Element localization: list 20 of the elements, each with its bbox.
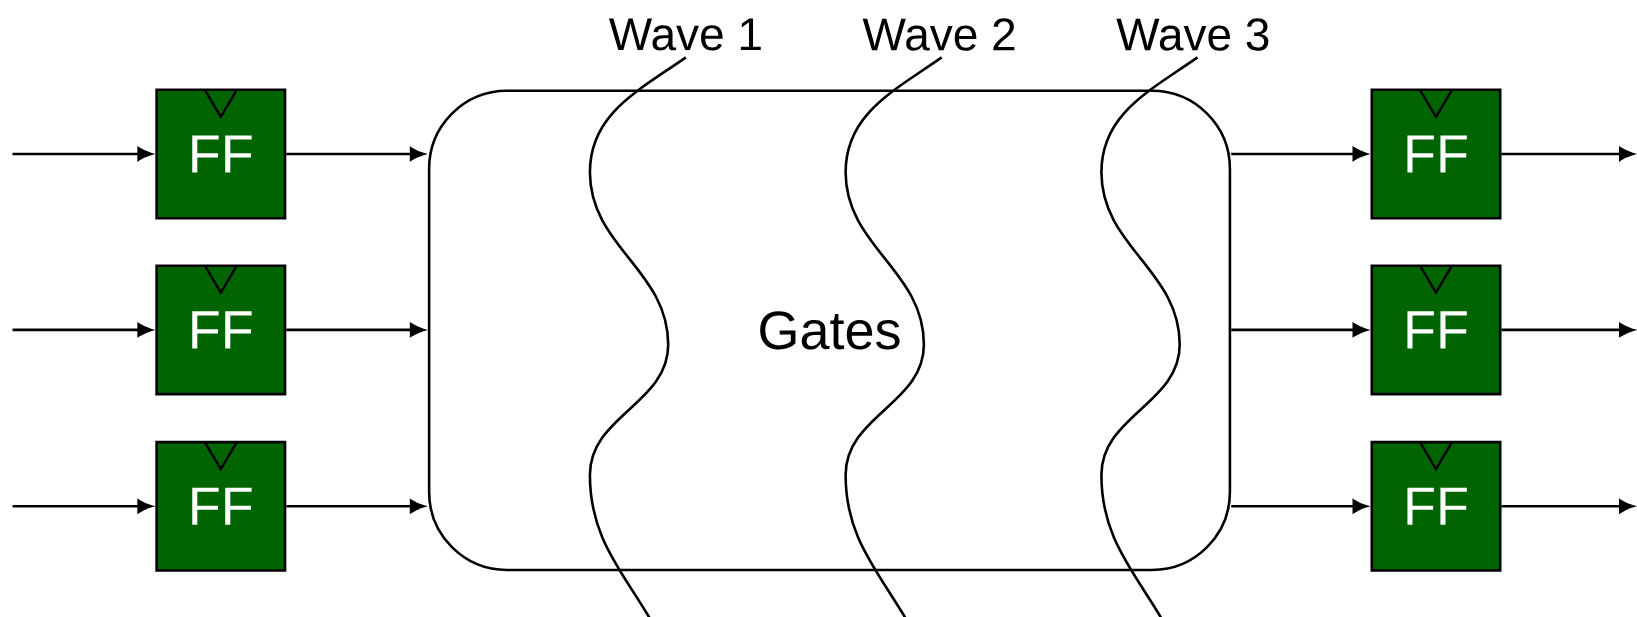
flip-flop-box: FF <box>155 88 287 220</box>
flip-flop-box: FF <box>155 264 287 396</box>
arrow <box>1501 323 1634 337</box>
arrow <box>12 323 153 337</box>
arrow <box>1231 147 1368 161</box>
arrow <box>1501 147 1634 161</box>
arrow <box>286 147 425 161</box>
flip-flop-box: FF <box>1370 440 1502 572</box>
flip-flop-box: FF <box>155 440 287 572</box>
arrow <box>1231 323 1368 337</box>
arrow <box>1501 499 1634 514</box>
arrow <box>1231 499 1368 514</box>
flip-flop-box: FF <box>1370 264 1502 396</box>
arrow <box>12 147 153 161</box>
flip-flop-box: FF <box>1370 88 1502 220</box>
gates-block: Gates <box>427 89 1232 572</box>
arrow <box>286 323 425 337</box>
wave-label: Wave 3 <box>1116 18 1269 51</box>
arrow <box>12 499 153 514</box>
arrow <box>286 499 425 514</box>
